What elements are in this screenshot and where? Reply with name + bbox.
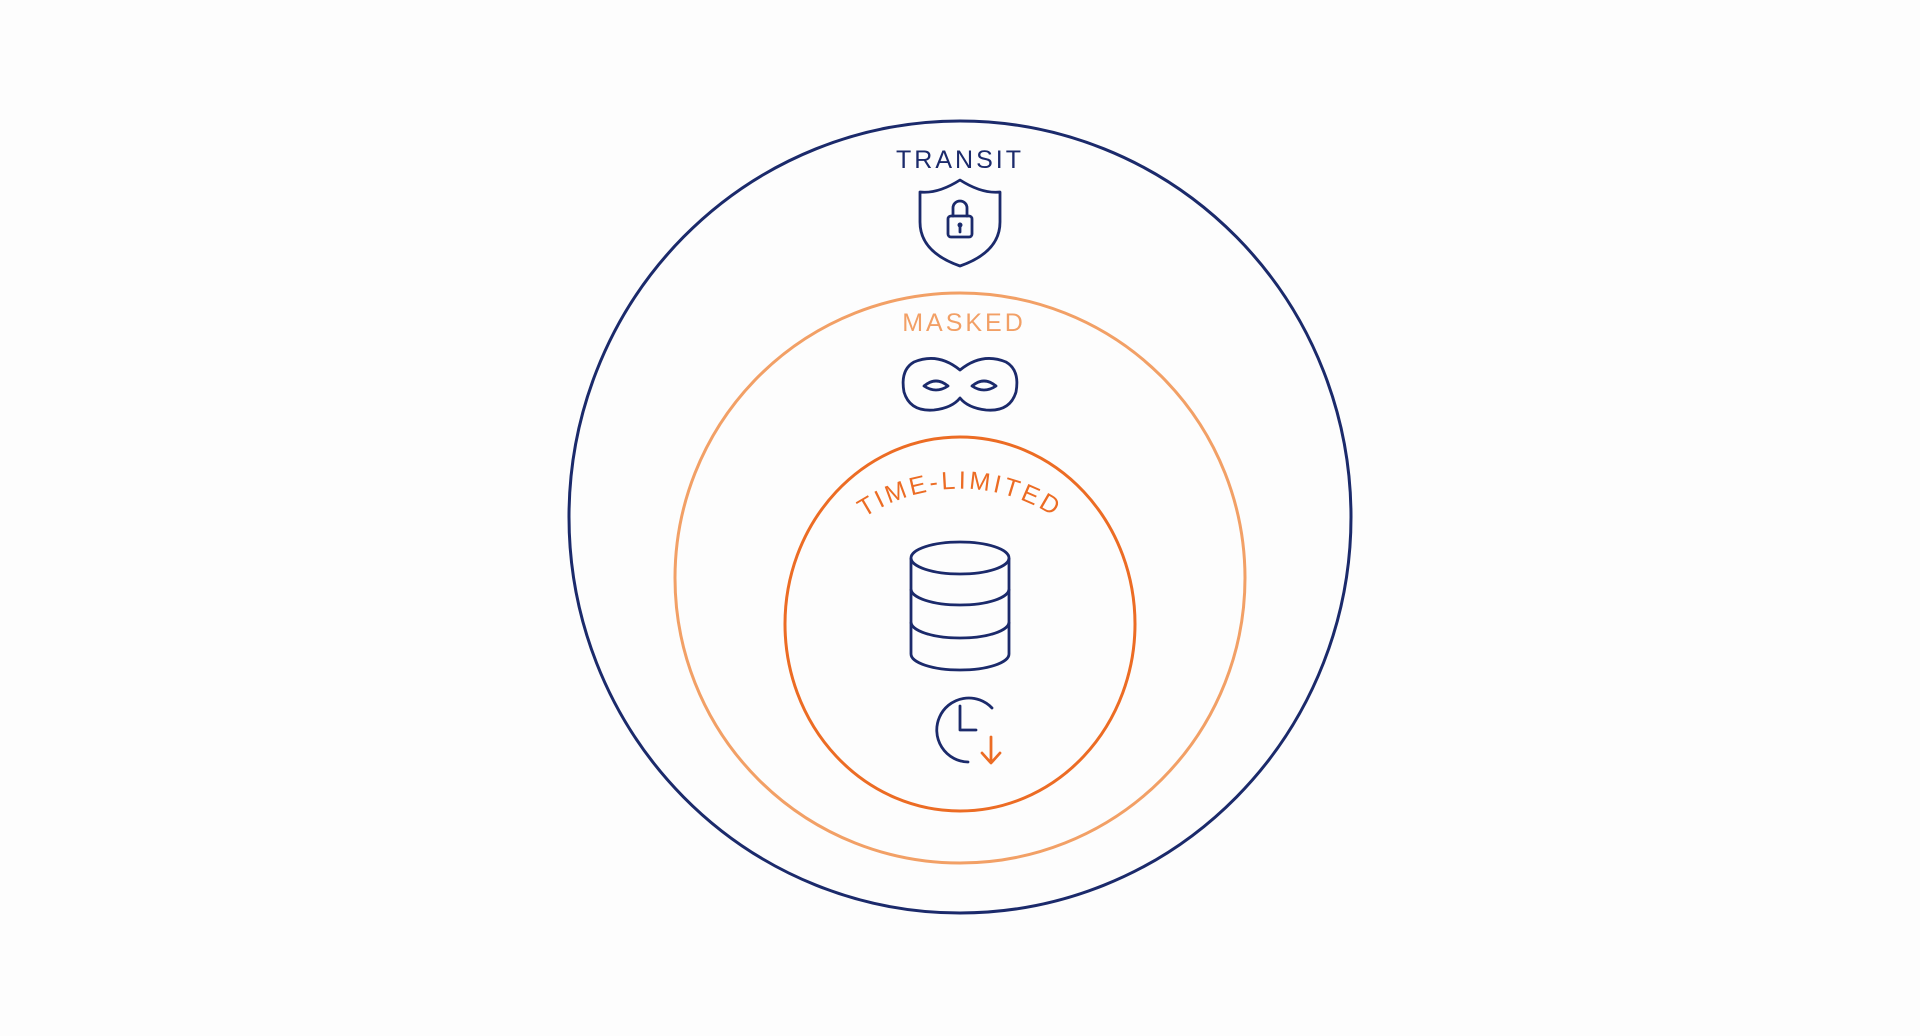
masked-ring <box>673 291 1247 865</box>
shield-lock-icon <box>918 178 1002 268</box>
masked-label: MASKED <box>902 309 1026 337</box>
mask-icon <box>901 357 1019 412</box>
transit-layer: TRANSIT <box>567 119 1353 915</box>
transit-label: TRANSIT <box>896 146 1024 174</box>
time-limited-ring <box>783 435 1137 813</box>
transit-ring <box>567 119 1353 915</box>
database-icon <box>909 540 1011 672</box>
time-limited-layer: TIME-LIMITED <box>783 435 1137 813</box>
masked-layer: MASKED <box>673 291 1247 865</box>
time-limited-label: TIME-LIMITED <box>853 467 1067 523</box>
clock-expiry-icon <box>935 696 1002 765</box>
